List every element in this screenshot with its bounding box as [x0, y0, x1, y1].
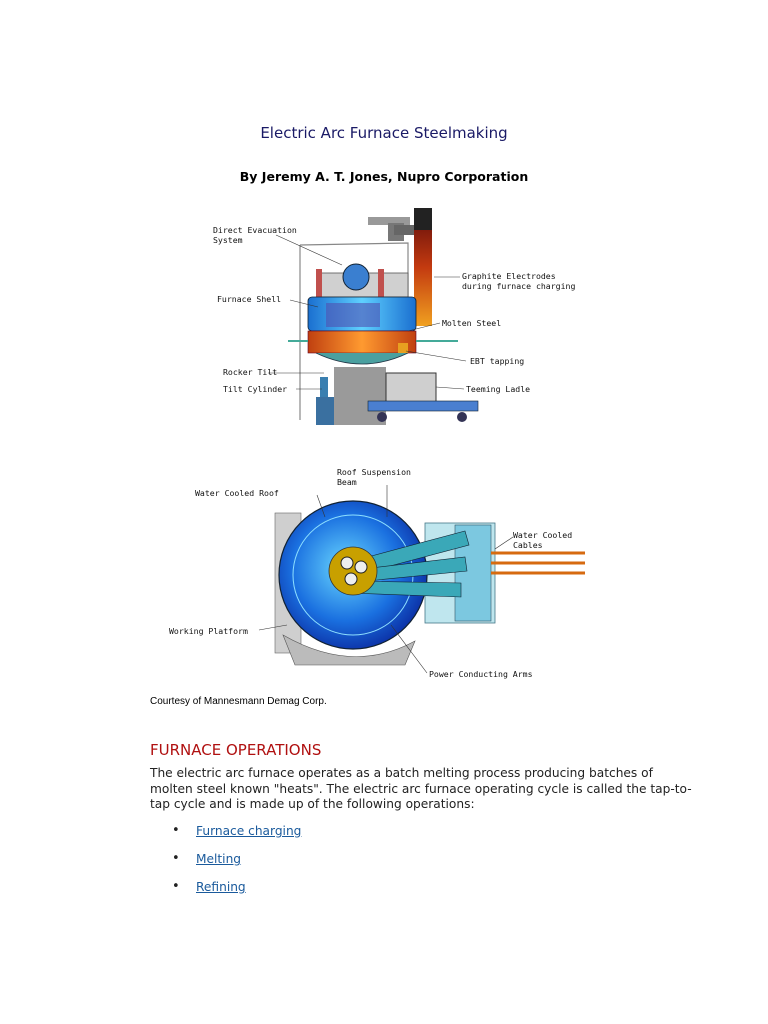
label-graphite-electrodes-2: during furnace charging — [462, 281, 575, 291]
section-heading: FURNACE OPERATIONS — [150, 741, 322, 759]
label-furnace-shell: Furnace Shell — [217, 294, 281, 304]
label-power-conducting-arms: Power Conducting Arms — [429, 669, 533, 679]
label-roof-suspension: Roof Suspension — [337, 467, 411, 477]
operations-list: Furnace charging Melting Refining — [150, 822, 301, 906]
label-ebt-tapping: EBT tapping — [470, 356, 524, 366]
link-refining[interactable]: Refining — [196, 880, 246, 894]
label-working-platform: Working Platform — [169, 626, 248, 636]
section-intro: The electric arc furnace operates as a b… — [150, 766, 692, 811]
link-melting[interactable]: Melting — [196, 852, 242, 866]
label-molten-steel: Molten Steel — [442, 318, 501, 328]
label-water-cooled-cables: Water Cooled — [513, 530, 572, 540]
list-item: Refining — [150, 878, 301, 906]
label-teeming-ladle: Teeming Ladle — [466, 384, 530, 394]
label-direct-evacuation-2: System — [213, 235, 243, 245]
label-rocker-tilt: Rocker Tilt — [223, 367, 277, 377]
list-item: Furnace charging — [150, 822, 301, 850]
label-graphite-electrodes: Graphite Electrodes — [462, 271, 556, 281]
label-water-cooled-roof: Water Cooled Roof — [195, 488, 279, 498]
page-title: Electric Arc Furnace Steelmaking — [260, 124, 508, 142]
label-roof-suspension-2: Beam — [337, 477, 357, 487]
label-tilt-cylinder: Tilt Cylinder — [223, 384, 287, 394]
furnace-side-view-diagram: Direct Evacuation System Furnace Shell R… — [208, 205, 600, 427]
label-water-cooled-cables-2: Cables — [513, 540, 543, 550]
list-item: Melting — [150, 850, 301, 878]
image-credit: Courtesy of Mannesmann Demag Corp. — [150, 696, 327, 707]
byline: By Jeremy A. T. Jones, Nupro Corporation — [239, 169, 529, 184]
label-direct-evacuation: Direct Evacuation — [213, 225, 297, 235]
link-furnace-charging[interactable]: Furnace charging — [196, 824, 302, 838]
furnace-top-view-diagram: Roof Suspension Beam Water Cooled Roof W… — [165, 465, 595, 680]
